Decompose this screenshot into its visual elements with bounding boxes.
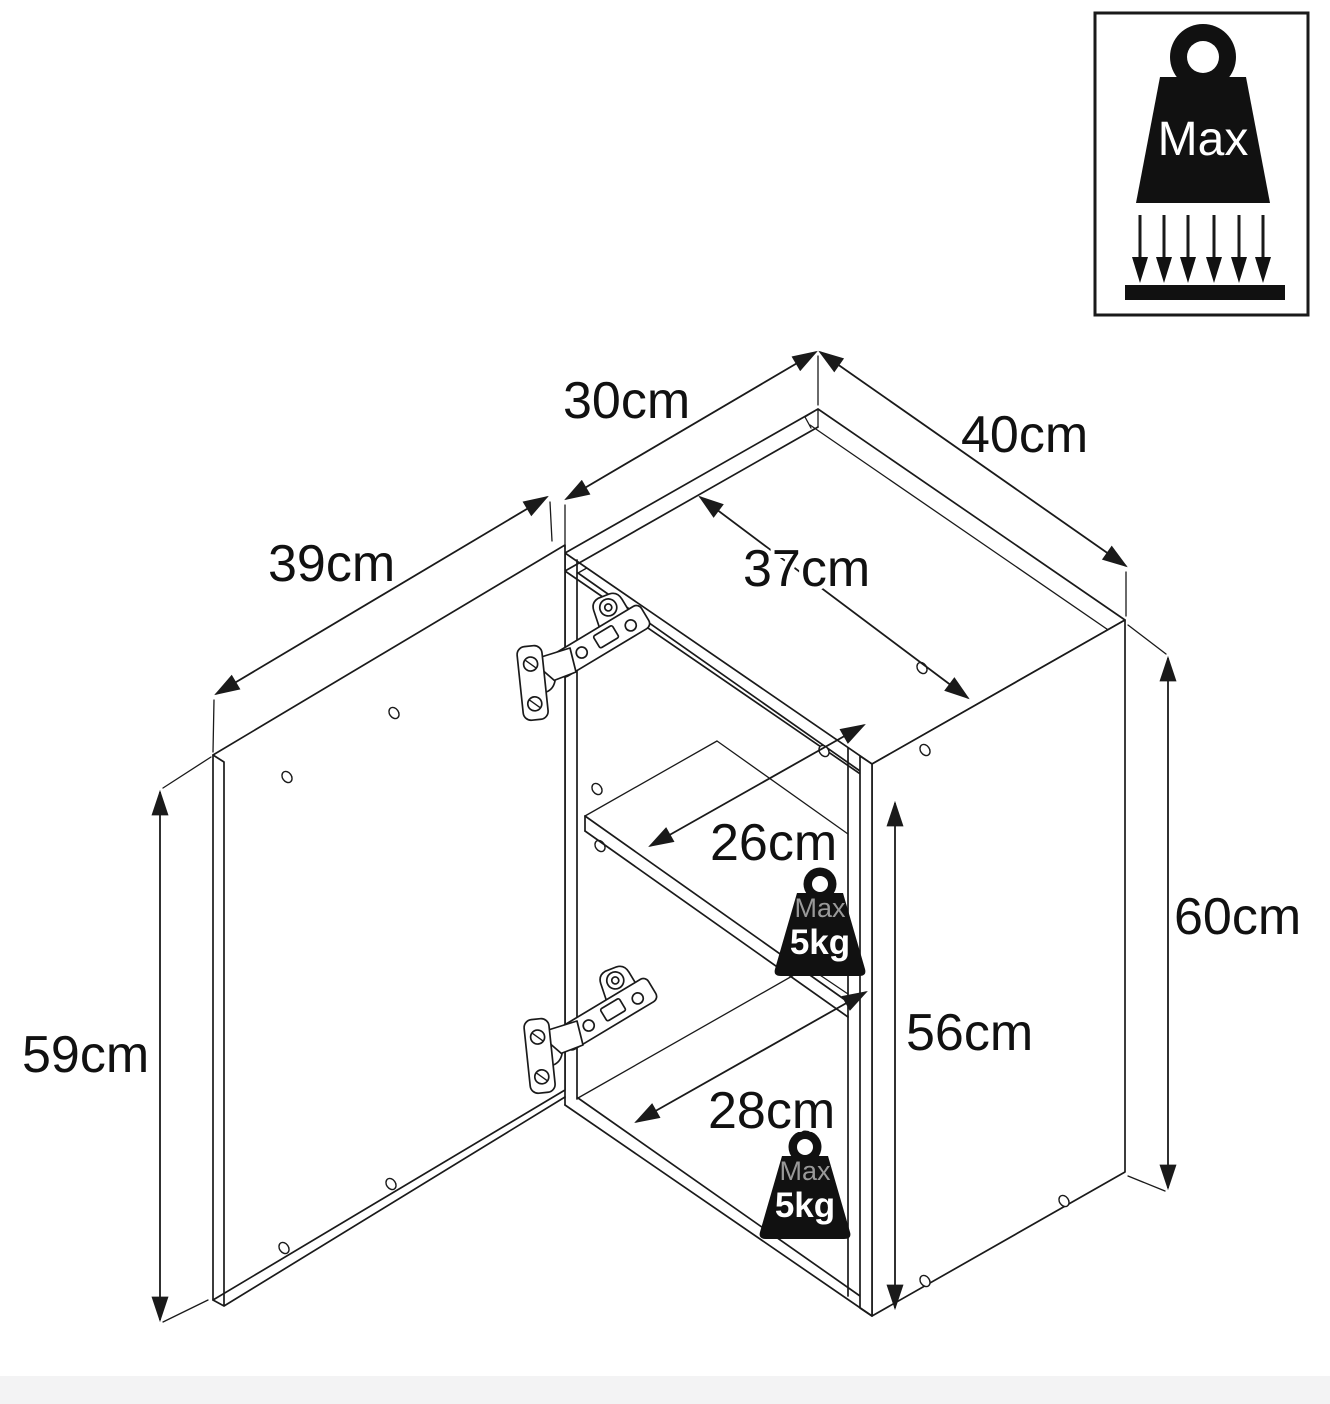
dimension-label-60cm: 60cm [1174, 888, 1301, 946]
badge-max-label: Max [1158, 113, 1249, 166]
screw-hole [1058, 1194, 1070, 1208]
dimension-line-40cm [818, 350, 1128, 568]
weight-value-label: 5kg [790, 923, 850, 962]
load-arrowheads [1132, 257, 1271, 283]
door-hole [278, 1241, 290, 1255]
screw-hole [919, 743, 931, 757]
dimension-label-40cm: 40cm [961, 406, 1088, 464]
max-weight-icon: Max [1136, 24, 1270, 203]
dimension-line-37cm [698, 495, 970, 700]
dimension-label-39cm: 39cm [268, 535, 395, 593]
hinge-bottom [523, 965, 658, 1095]
dimension-label-30cm: 30cm [563, 372, 690, 430]
door-hole [388, 706, 400, 720]
weight-5kg-icon-shelf: Max 5kg [774, 867, 866, 976]
door-hole [385, 1177, 397, 1191]
dimension-labels: 30cm 40cm 39cm 37cm 26cm 28cm 56cm 60cm … [18, 368, 1305, 1144]
load-surface-bar [1125, 285, 1285, 300]
dimension-label-37cm: 37cm [743, 540, 870, 598]
dimension-line-28cm [634, 990, 868, 1124]
weight-value-label: 5kg [775, 1186, 835, 1225]
max-load-badge: Max [1093, 11, 1310, 317]
shelf-pin-hole [591, 782, 603, 796]
bottom-shadow-band [0, 1376, 1330, 1404]
dimension-line-26cm [648, 723, 866, 848]
weight-max-label: Max [794, 893, 846, 923]
weight-max-label: Max [779, 1156, 831, 1186]
dimension-label-26cm: 26cm [710, 814, 837, 872]
dimension-line-30cm [564, 350, 818, 501]
screw-hole [919, 1274, 931, 1288]
dimension-lines [151, 350, 1177, 1323]
dimension-label-56cm: 56cm [906, 1004, 1033, 1062]
load-arrows [1138, 215, 1265, 258]
weight-5kg-icon-bottom: Max 5kg [759, 1130, 851, 1239]
door-hole [281, 770, 293, 784]
dimension-label-28cm: 28cm [708, 1082, 835, 1140]
dimension-label-59cm: 59cm [22, 1026, 149, 1084]
dimension-line-39cm [214, 495, 549, 696]
